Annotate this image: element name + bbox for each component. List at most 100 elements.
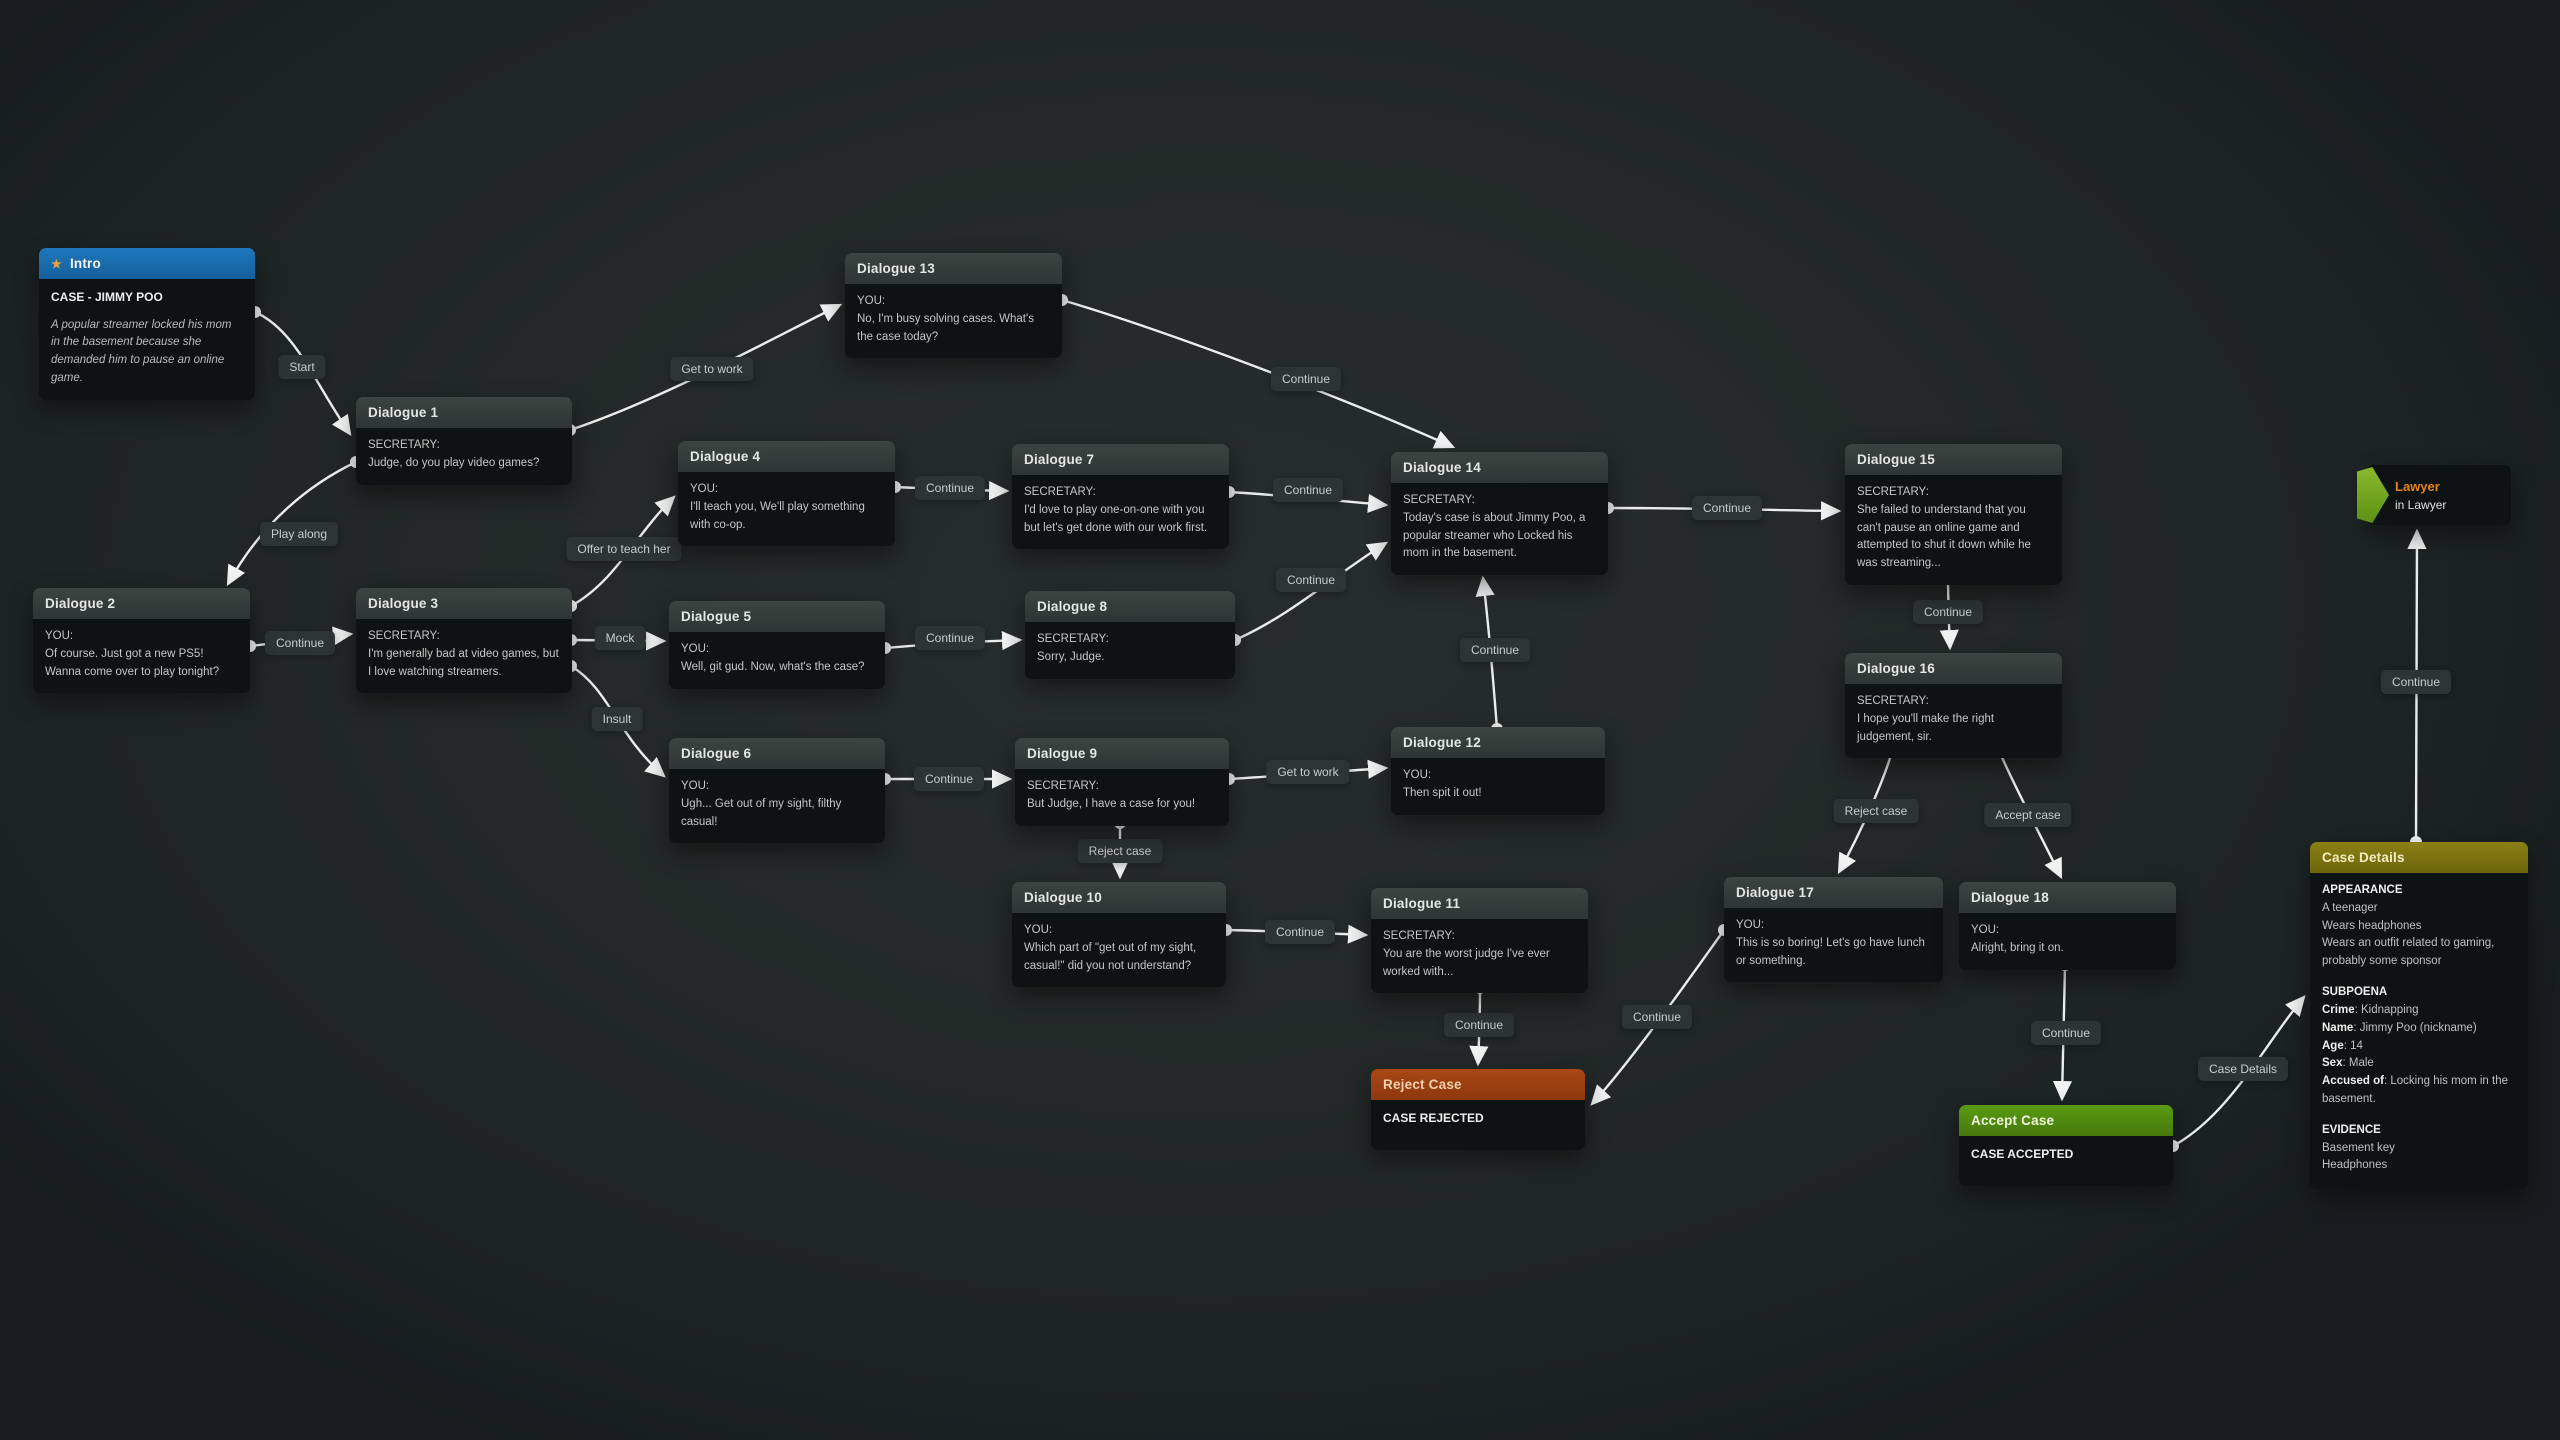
node-header[interactable]: Dialogue 2 — [33, 588, 250, 619]
edge-label[interactable]: Insult — [591, 707, 643, 731]
node-header[interactable]: Reject Case — [1371, 1069, 1585, 1100]
edge-label[interactable]: Continue — [1691, 496, 1763, 520]
edge-label[interactable]: Accept case — [1984, 803, 2072, 827]
node-body: SECRETARY:I'm generally bad at video gam… — [356, 619, 572, 693]
node-title: Dialogue 17 — [1736, 885, 1814, 900]
node-title: Dialogue 4 — [690, 449, 761, 464]
node-header[interactable]: Dialogue 16 — [1845, 653, 2062, 684]
edge-label[interactable]: Continue — [1270, 367, 1342, 391]
node-body: YOU:Then spit it out! — [1391, 758, 1605, 815]
node-header[interactable]: Dialogue 18 — [1959, 882, 2176, 913]
edge-label[interactable]: Continue — [1275, 568, 1347, 592]
edge-label[interactable]: Start — [278, 355, 326, 379]
node-title: Dialogue 3 — [368, 596, 439, 611]
edge-label[interactable]: Play along — [259, 522, 339, 546]
node-header[interactable]: ★Intro — [39, 248, 255, 279]
edge-label[interactable]: Reject case — [1833, 799, 1919, 823]
field-value: 14 — [2350, 1039, 2363, 1052]
node-header[interactable]: Dialogue 15 — [1845, 444, 2062, 475]
node-dialogue-15[interactable]: Dialogue 15 SECRETARY:She failed to under… — [1845, 444, 2062, 586]
node-header[interactable]: Dialogue 3 — [356, 588, 572, 619]
node-header[interactable]: Dialogue 6 — [669, 738, 885, 769]
node-header[interactable]: Dialogue 10 — [1012, 882, 1226, 913]
edge-label[interactable]: Continue — [914, 476, 986, 500]
node-header[interactable]: Dialogue 11 — [1371, 888, 1588, 919]
node-header[interactable]: Dialogue 1 — [356, 397, 572, 428]
node-dialogue-17[interactable]: Dialogue 17 YOU:This is so boring! Let's … — [1724, 877, 1943, 983]
edge-connector[interactable] — [1234, 541, 1389, 642]
node-body: YOU:Ugh... Get out of my sight, filthy c… — [669, 769, 885, 843]
edge-label[interactable]: Continue — [2030, 1021, 2102, 1045]
edge-label[interactable]: Continue — [1443, 1013, 1515, 1037]
node-body: YOU:This is so boring! Let's go have lun… — [1724, 908, 1943, 982]
edge-label[interactable]: Reject case — [1077, 839, 1163, 863]
edge-label[interactable]: Continue — [913, 767, 985, 791]
node-dialogue-3[interactable]: Dialogue 3 SECRETARY:I'm generally bad at… — [356, 588, 572, 694]
edge-connector[interactable] — [226, 460, 357, 587]
node-header[interactable]: Dialogue 12 — [1391, 727, 1605, 758]
section-field: Sex: Male — [2322, 1057, 2374, 1070]
edge-connector[interactable] — [1061, 298, 1456, 449]
edge-label[interactable]: Continue — [2380, 670, 2452, 694]
edge-label[interactable]: Continue — [914, 626, 986, 650]
node-header[interactable]: Case Details — [2310, 842, 2528, 873]
node-header[interactable]: Dialogue 5 — [669, 601, 885, 632]
edge-label[interactable]: Get to work — [1266, 760, 1350, 784]
star-icon: ★ — [51, 256, 62, 271]
edge-label[interactable]: Continue — [1621, 1005, 1693, 1029]
dialogue-text: But Judge, I have a case for you! — [1027, 797, 1196, 810]
field-value: Male — [2348, 1057, 2374, 1070]
node-header[interactable]: Dialogue 8 — [1025, 591, 1235, 622]
node-title: Case Details — [2322, 850, 2405, 865]
edge-label[interactable]: Case Details — [2197, 1057, 2289, 1081]
edge-label[interactable]: Mock — [594, 626, 646, 650]
edge-label[interactable]: Continue — [1264, 920, 1336, 944]
node-header[interactable]: Accept Case — [1959, 1105, 2173, 1136]
node-body: SECRETARY:She failed to understand that … — [1845, 475, 2062, 585]
edge-label[interactable]: Continue — [1912, 600, 1984, 624]
edge-label[interactable]: Continue — [1272, 478, 1344, 502]
node-header[interactable]: Dialogue 13 — [845, 253, 1062, 284]
dialogue-text: Then spit it out! — [1403, 786, 1482, 799]
edge-label[interactable]: Continue — [264, 631, 336, 655]
edge-label[interactable]: Get to work — [670, 357, 754, 381]
node-title: Reject Case — [1383, 1077, 1462, 1092]
edge-label[interactable]: Continue — [1459, 638, 1531, 662]
node-title: Dialogue 15 — [1857, 452, 1935, 467]
dialogue-text: Well, git gud. Now, what's the case? — [681, 660, 865, 673]
node-title: Dialogue 5 — [681, 609, 752, 624]
dialogue-text: Today's case is about Jimmy Poo, a popul… — [1403, 511, 1586, 560]
section-field: Accused of: Locking his mom in the basem… — [2322, 1075, 2509, 1105]
node-header[interactable]: Dialogue 17 — [1724, 877, 1943, 908]
speaker-label: SECRETARY: — [1024, 486, 1096, 498]
edge-label[interactable]: Offer to teach her — [566, 537, 682, 561]
node-header[interactable]: Dialogue 7 — [1012, 444, 1229, 475]
node-header[interactable]: Dialogue 14 — [1391, 452, 1608, 483]
node-header[interactable]: Dialogue 9 — [1015, 738, 1229, 769]
node-header[interactable]: Dialogue 4 — [678, 441, 895, 472]
node-body: CASE ACCEPTED — [1959, 1136, 2173, 1186]
